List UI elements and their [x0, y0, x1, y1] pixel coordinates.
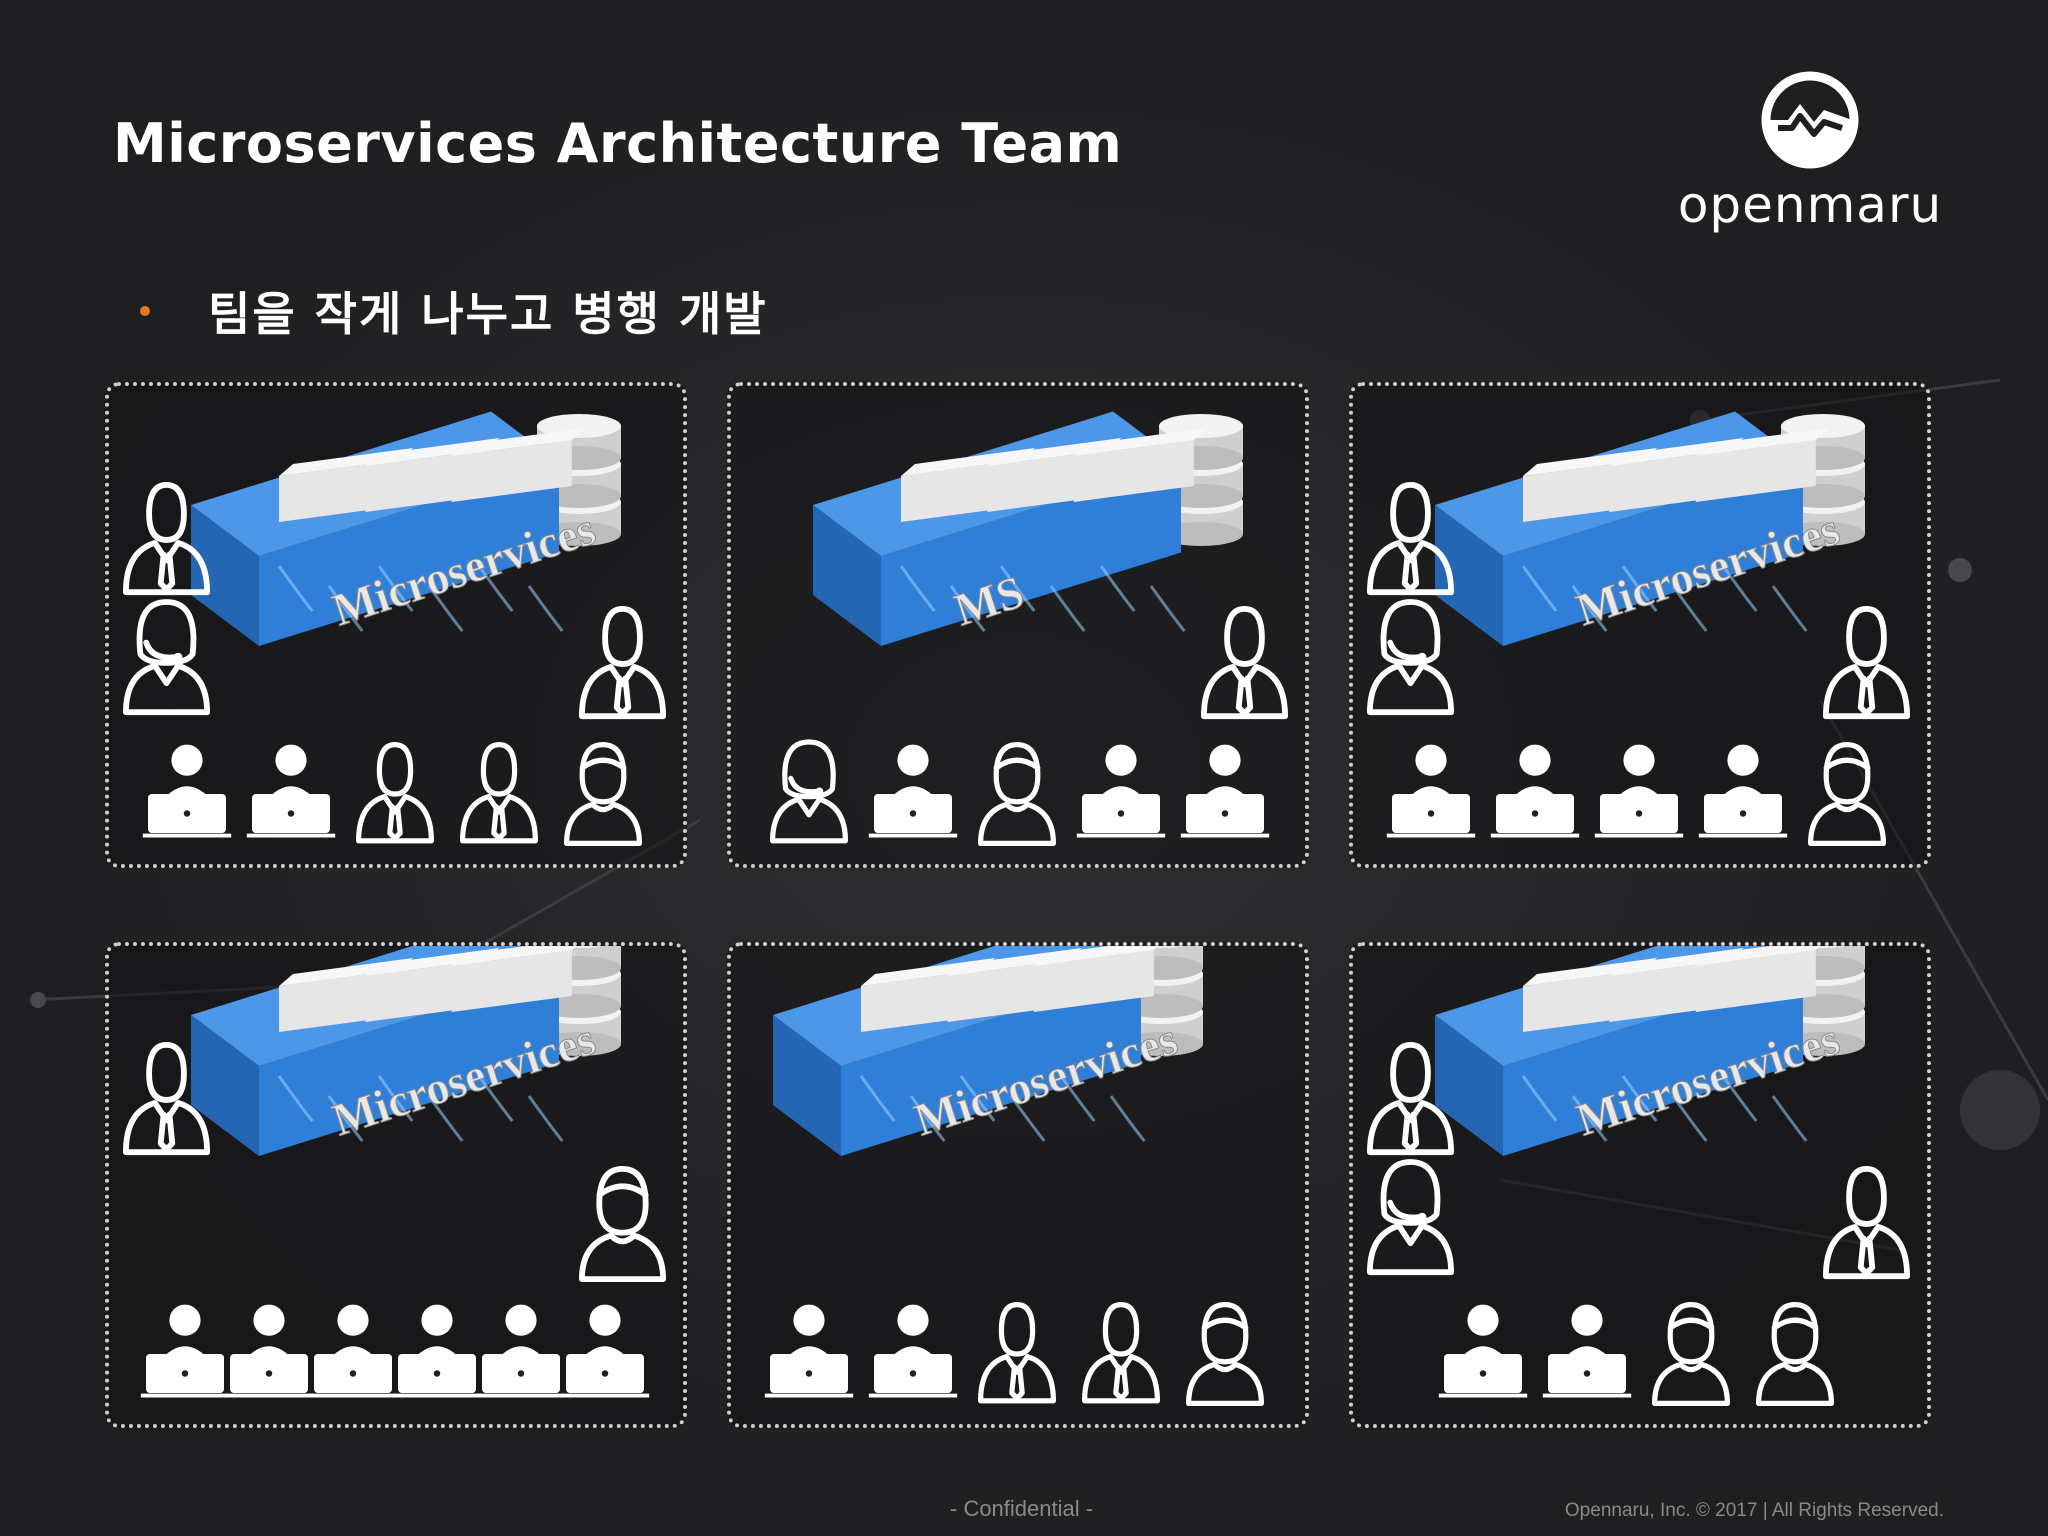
suit-man-icon	[978, 1302, 1056, 1404]
headset-woman-icon	[770, 739, 848, 844]
man-icon	[1756, 1302, 1834, 1406]
bullet-dot-icon	[140, 306, 150, 316]
laptop-developer-icon	[1594, 744, 1684, 838]
team-members	[123, 1042, 667, 1398]
team-members	[1367, 1042, 1911, 1406]
bullet-point: 팀을 작게 나누고 병행 개발	[140, 278, 768, 344]
bullet-text: 팀을 작게 나누고 병행 개발	[208, 287, 768, 341]
laptop-developer-icon	[868, 1304, 958, 1398]
man-icon	[1652, 1302, 1730, 1406]
microservice-block-graphic	[191, 946, 621, 1156]
team-panel: Microservices	[105, 942, 687, 1428]
microservice-block-graphic	[1435, 946, 1865, 1156]
microservice-block-graphic	[813, 411, 1243, 646]
laptop-developer-icon	[764, 1304, 854, 1398]
logo-wordmark: openmaru	[1677, 176, 1943, 234]
laptop-developer-icon	[224, 1304, 314, 1398]
suit-man-icon	[460, 742, 538, 844]
openmaru-logo: openmaru	[1672, 70, 1948, 250]
team-members	[770, 606, 1289, 846]
headset-woman-icon	[123, 599, 211, 716]
man-icon	[978, 742, 1056, 846]
team-members	[764, 1302, 1264, 1406]
suit-man-icon	[1201, 606, 1289, 720]
team-illustration: Microservices	[1367, 946, 1911, 1406]
team-illustration: Microservices	[764, 946, 1264, 1406]
laptop-developer-icon	[308, 1304, 398, 1398]
suit-man-icon	[579, 606, 667, 720]
slide-title: Microservices Architecture Team	[113, 112, 1123, 175]
team-members	[1367, 482, 1911, 846]
footer-copyright: Opennaru, Inc. © 2017 | All Rights Reser…	[1564, 1500, 1944, 1521]
team-illustration: Microservices	[123, 411, 667, 846]
man-icon	[1186, 1302, 1264, 1406]
laptop-developer-icon	[140, 1304, 230, 1398]
team-panel: Microservices	[1349, 942, 1931, 1428]
laptop-developer-icon	[868, 744, 958, 838]
team-illustration: MS	[770, 411, 1289, 846]
footer-confidential: - Confidential -	[950, 1496, 1094, 1521]
laptop-developer-icon	[1076, 744, 1166, 838]
team-panel: MS	[727, 382, 1309, 868]
laptop-developer-icon	[142, 744, 232, 838]
headset-woman-icon	[1367, 1159, 1455, 1276]
suit-man-icon	[123, 482, 211, 596]
suit-man-icon	[1367, 1042, 1455, 1156]
laptop-developer-icon	[1698, 744, 1788, 838]
man-icon	[564, 742, 642, 846]
team-members	[123, 482, 667, 846]
laptop-developer-icon	[1542, 1304, 1632, 1398]
laptop-developer-icon	[392, 1304, 482, 1398]
laptop-developer-icon	[1438, 1304, 1528, 1398]
man-icon	[1808, 742, 1886, 846]
man-icon	[579, 1166, 667, 1283]
laptop-developer-icon	[560, 1304, 650, 1398]
microservice-block-graphic	[773, 946, 1203, 1156]
team-panel: Microservices	[1349, 382, 1931, 868]
suit-man-icon	[1823, 606, 1911, 720]
headset-woman-icon	[1367, 599, 1455, 716]
microservice-block-graphic	[191, 411, 621, 646]
laptop-developer-icon	[1386, 744, 1476, 838]
team-panel: Microservices	[105, 382, 687, 868]
suit-man-icon	[356, 742, 434, 844]
suit-man-icon	[1823, 1166, 1911, 1280]
suit-man-icon	[1082, 1302, 1160, 1404]
laptop-developer-icon	[476, 1304, 566, 1398]
laptop-developer-icon	[1180, 744, 1270, 838]
team-illustration: Microservices	[123, 946, 667, 1398]
suit-man-icon	[1367, 482, 1455, 596]
team-illustration: Microservices	[1367, 411, 1911, 846]
laptop-developer-icon	[1490, 744, 1580, 838]
suit-man-icon	[123, 1042, 211, 1156]
microservice-block-graphic	[1435, 411, 1865, 646]
team-panel: Microservices	[727, 942, 1309, 1428]
mountain-logo-icon	[1761, 71, 1859, 169]
laptop-developer-icon	[246, 744, 336, 838]
